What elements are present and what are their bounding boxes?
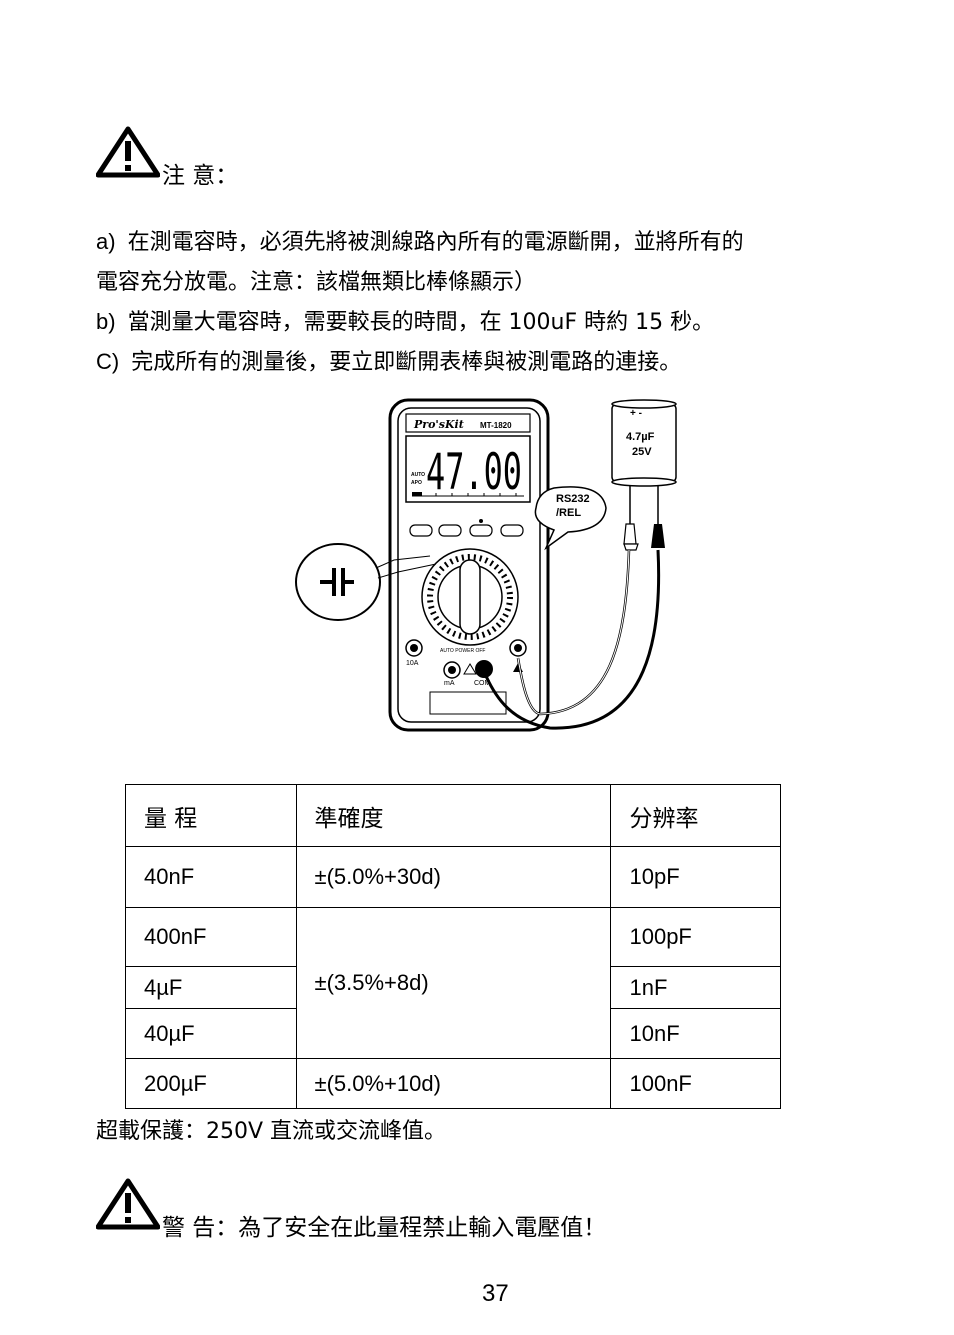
terminal-com (475, 660, 493, 678)
note-c-text: 完成所有的測量後，要立即斷開表棒與被測電路的連接。 (131, 350, 682, 375)
cell-range: 40nF (125, 846, 297, 908)
cell-accuracy: ±(5.0%+30d) (295, 846, 612, 908)
header-resolution: 分辨率 (610, 784, 781, 847)
lcd-reading: 47.00 (426, 443, 522, 501)
capacitor-under-test (611, 403, 677, 483)
terminal-com-label: COM (474, 680, 491, 687)
cell-resolution: 10pF (610, 846, 781, 908)
multimeter-figure: Pro'sKit MT-1820 AUTO APO 47.00 AUTO POW… (295, 398, 677, 732)
overload-protection-text: 超載保護：250V 直流或交流峰值。 (96, 1119, 447, 1144)
cell-accuracy: ±(3.5%+8d) (295, 907, 612, 1059)
note-a-line1: 在測電容時，必須先將被測線路內所有的電源斷開，並將所有的 (127, 230, 744, 255)
terminal-ma-label: mA (444, 680, 455, 687)
header-range: 量 程 (125, 784, 297, 847)
cell-range: 400nF (125, 907, 297, 967)
note-a-label: a) (96, 229, 116, 254)
table-header-row: 量 程 準確度 分辨率 (125, 784, 781, 847)
page-number: 37 (482, 1280, 509, 1307)
lcd-flag-apo: APO (411, 480, 422, 486)
meter-button-range (409, 524, 433, 537)
cell-resolution: 10nF (610, 1008, 781, 1059)
warning-triangle-icon (96, 126, 160, 178)
spec-table: 量 程 準確度 分辨率 40nF ±(5.0%+30d) 10pF 400nF … (125, 784, 781, 1109)
note-a-line2: 電容充分放電。注意：該檔無類比棒條顯示） (96, 270, 537, 295)
capacitor-value: 4.7µF (626, 431, 655, 443)
cell-resolution: 100nF (610, 1058, 781, 1109)
capacitor-polarity: + - (630, 408, 642, 419)
model-label: MT-1820 (480, 421, 512, 430)
rel-label: /REL (556, 507, 581, 519)
note-a: a) 在測電容時，必須先將被測線路內所有的電源斷開，並將所有的 電容充分放電。注意… (96, 222, 896, 303)
rs232-label: RS232 (556, 493, 590, 505)
rs232-callout (534, 486, 607, 551)
capacitor-voltage: 25V (632, 446, 652, 458)
cell-accuracy: ±(5.0%+10d) (295, 1058, 612, 1109)
terminal-10a-label: 10A (406, 660, 419, 667)
header-accuracy: 準確度 (295, 784, 612, 847)
table-row: 400nF ±(3.5%+8d) 100pF (125, 907, 781, 1059)
note-c: C) 完成所有的測量後，要立即斷開表棒與被測電路的連接。 (96, 342, 896, 383)
meter-button-hold (469, 524, 493, 537)
table-row: 200µF ±(5.0%+10d) 100nF (125, 1058, 781, 1109)
warning-triangle-icon (96, 1178, 160, 1230)
red-probe (623, 523, 637, 545)
warning-text: 警 告：為了安全在此量程禁止輸入電壓值！ (162, 1215, 607, 1241)
note-c-label: C) (96, 349, 120, 374)
cell-resolution: 100pF (610, 907, 781, 967)
note-b-label: b) (96, 309, 116, 334)
meter-button-rel (438, 524, 462, 537)
black-lead (484, 549, 661, 730)
cell-range: 40µF (125, 1008, 297, 1059)
brand-logo: Pro'sKit (413, 418, 464, 431)
caution-heading: 注 意： (162, 163, 239, 189)
capacitor-symbol-callout (295, 543, 381, 621)
cell-range: 4µF (125, 966, 297, 1009)
note-b-text: 當測量大電容時，需要較長的時間，在 100uF 時約 15 秒。 (127, 310, 715, 335)
meter-button-range2 (500, 524, 524, 537)
table-row: 40nF ±(5.0%+30d) 10pF (125, 846, 781, 908)
lcd-flag-auto: AUTO (411, 472, 425, 478)
black-probe (651, 524, 665, 548)
capacitor-symbol-icon (320, 568, 354, 596)
note-b: b) 當測量大電容時，需要較長的時間，在 100uF 時約 15 秒。 (96, 302, 896, 343)
cell-range: 200µF (125, 1058, 297, 1109)
cell-resolution: 1nF (610, 966, 781, 1009)
auto-power-off-label: AUTO POWER OFF (440, 648, 485, 654)
